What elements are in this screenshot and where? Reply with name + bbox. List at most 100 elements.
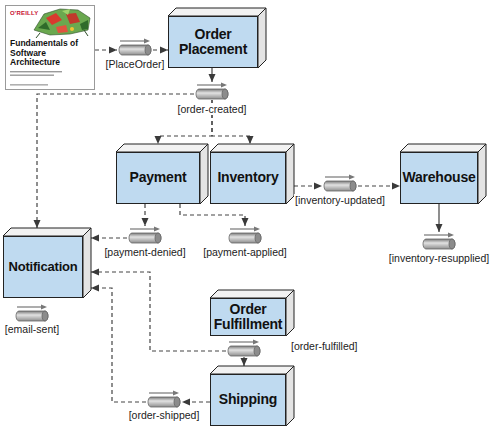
message-flow xyxy=(180,204,245,226)
box-label: Inventory xyxy=(215,170,280,185)
box-top-face xyxy=(210,290,294,298)
service-box: Inventory xyxy=(210,144,294,204)
queue-cylinder-end xyxy=(350,181,356,191)
cover-frame xyxy=(6,6,95,90)
service-box: Order Placement xyxy=(168,8,266,68)
queue-arrow xyxy=(230,228,254,229)
queue-icon xyxy=(146,390,182,408)
queue-cylinder-end xyxy=(449,239,455,249)
queue-cylinder xyxy=(324,181,356,191)
box-side-face xyxy=(286,144,294,204)
queue-icon xyxy=(127,226,163,244)
message-flow xyxy=(294,185,322,186)
box-side-face xyxy=(258,8,266,68)
box-side-face xyxy=(286,290,294,336)
queue-label: [inventory-resupplied] xyxy=(388,252,490,264)
book-cover-art xyxy=(6,6,95,90)
message-flow xyxy=(182,401,210,402)
message-flow xyxy=(91,272,226,351)
queue-cylinder-end xyxy=(145,45,151,55)
box-side-face xyxy=(200,144,208,204)
cover-patch xyxy=(70,27,74,31)
box-front-face xyxy=(211,299,286,336)
queue-cylinder-end xyxy=(155,233,161,243)
queue-icon xyxy=(227,226,263,244)
queue-arrow-head xyxy=(253,340,259,345)
cover-leg xyxy=(84,30,88,36)
queue-arrow xyxy=(130,228,154,229)
book-title: Fundamentals of Software Architecture xyxy=(10,39,86,68)
queue-label: [inventory-updated] xyxy=(294,194,386,206)
queue-arrow-head xyxy=(221,83,227,88)
box-top-face xyxy=(3,228,91,236)
box-front-face xyxy=(211,375,286,426)
box-front-face xyxy=(117,153,200,204)
message-flow xyxy=(153,49,168,50)
queue-arrow-head xyxy=(173,391,179,396)
cover-subtitle-line xyxy=(10,75,54,76)
message-channel: [PlaceOrder] xyxy=(117,38,153,56)
box-front-face xyxy=(211,153,286,204)
box-side-face xyxy=(478,144,486,204)
cover-patch xyxy=(38,22,50,30)
cover-subtitle-line xyxy=(10,71,62,72)
box-side-face xyxy=(83,228,91,298)
message-flow xyxy=(91,288,146,402)
box-label: Order Placement xyxy=(168,27,258,57)
queue-icon xyxy=(117,38,153,56)
service-box: Warehouse xyxy=(400,144,486,204)
message-flow xyxy=(358,185,400,186)
cover-patch xyxy=(80,20,88,30)
queue-arrow xyxy=(17,306,41,307)
cover-patch xyxy=(56,25,68,33)
box-front-face xyxy=(401,153,478,204)
queue-arrow xyxy=(149,392,173,393)
queue-arrow-head xyxy=(349,175,355,180)
queue-cylinder-end xyxy=(42,311,48,321)
message-channel: [payment-denied] xyxy=(127,226,163,244)
queue-label: [payment-applied] xyxy=(202,246,287,258)
box-label: Warehouse xyxy=(400,170,477,185)
queue-cylinder xyxy=(16,311,48,321)
queue-arrow xyxy=(229,341,253,342)
service-box: Shipping xyxy=(210,366,294,426)
box-front-face xyxy=(169,17,258,68)
message-channel: [email-sent] xyxy=(14,304,50,322)
service-box: Order Fulfillment xyxy=(210,290,294,336)
message-channel: [payment-applied] xyxy=(227,226,263,244)
message-flow xyxy=(211,68,212,82)
queue-arrow-head xyxy=(41,305,47,310)
cover-patch xyxy=(46,13,62,25)
message-flow xyxy=(95,49,117,50)
queue-arrow xyxy=(424,234,448,235)
queue-cylinder xyxy=(129,233,161,243)
queue-arrow-head xyxy=(448,233,454,238)
cover-patch xyxy=(62,9,70,15)
queue-cylinder xyxy=(228,346,260,356)
queue-label: [order-created] xyxy=(177,103,248,115)
box-top-face xyxy=(116,144,208,152)
box-label: Notification xyxy=(6,260,79,274)
queue-icon xyxy=(226,339,262,357)
queue-label: [order-fulfilled] xyxy=(290,340,359,352)
queue-label: [email-sent] xyxy=(4,323,60,335)
book-cover: O'REILLYFundamentals of Software Archite… xyxy=(5,5,95,90)
queue-icon xyxy=(194,82,230,100)
box-top-face xyxy=(168,8,266,16)
box-top-face xyxy=(210,144,294,152)
message-channel: [order-created] xyxy=(194,82,230,100)
queue-cylinder xyxy=(148,397,180,407)
message-channel: [order-shipped] xyxy=(146,390,182,408)
queue-cylinder-end xyxy=(222,89,228,99)
box-side-face xyxy=(286,366,294,426)
cover-animal xyxy=(34,9,90,35)
cover-author-line xyxy=(10,84,48,86)
queue-arrow xyxy=(120,40,144,41)
box-front-face xyxy=(4,237,83,298)
queue-cylinder-end xyxy=(254,346,260,356)
service-box: Notification xyxy=(3,228,91,298)
queue-cylinder xyxy=(196,89,228,99)
queue-cylinder-end xyxy=(174,397,180,407)
